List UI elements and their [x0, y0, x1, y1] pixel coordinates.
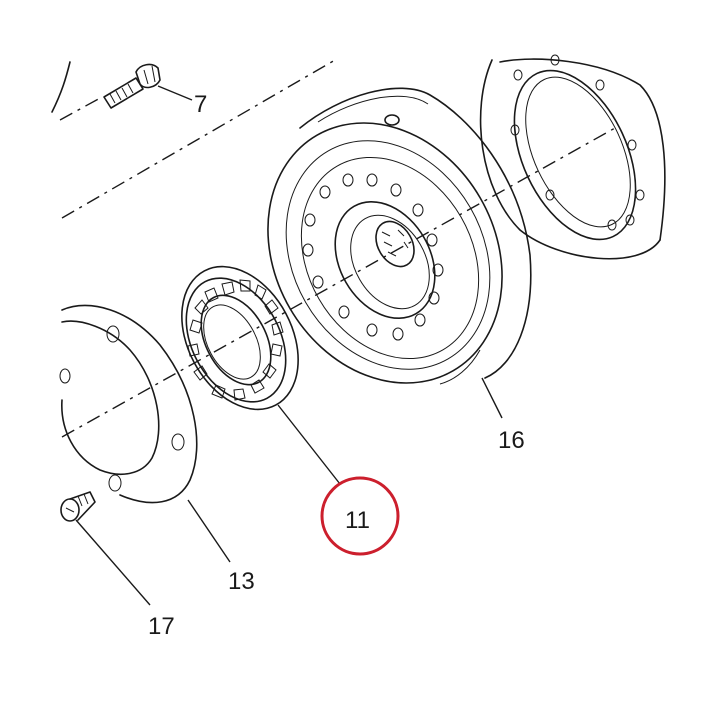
sprag-clutch-part-11 [181, 265, 299, 411]
housing-edge-arc [51, 61, 71, 113]
leader-lines [75, 85, 503, 606]
centre-axes [59, 59, 616, 438]
bolt-part-7 [103, 63, 161, 109]
flange-plate-part-13 [59, 304, 198, 504]
callout-11: 11 [345, 507, 370, 534]
callout-labels: 7 16 11 13 17 [148, 91, 525, 640]
callout-17: 17 [148, 613, 175, 640]
callout-13: 13 [228, 568, 255, 595]
ring-gear-part [479, 54, 666, 260]
rotor-part-16 [267, 87, 532, 385]
screw-part-17 [60, 491, 96, 522]
callout-16: 16 [498, 427, 525, 454]
highlight-circle [320, 476, 400, 556]
callout-7: 7 [194, 91, 207, 118]
